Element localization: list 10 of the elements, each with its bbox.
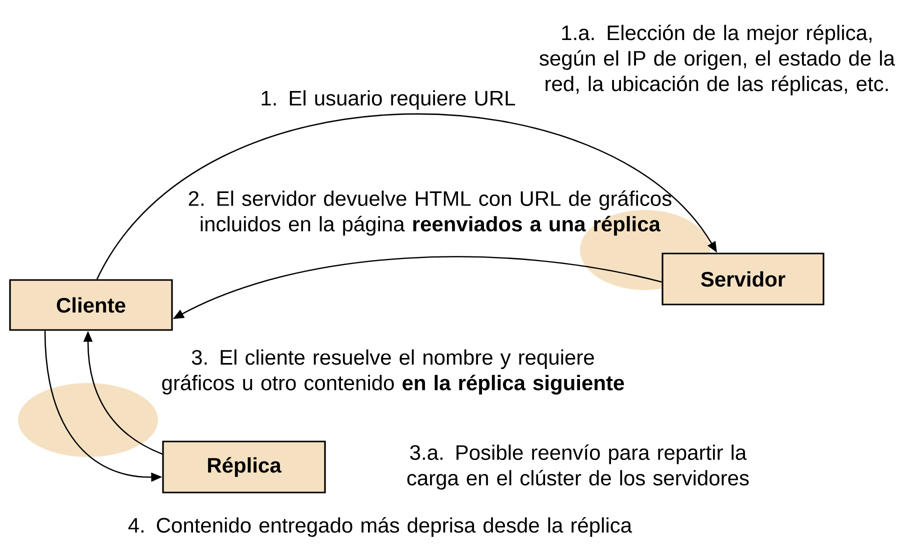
entity-box: Réplica (162, 440, 326, 494)
note-text: 3.a. Posible reenvío para repartir la carga en el clúster de los servidores (407, 444, 749, 490)
note-text: 1.a. Elección de la mejor réplica, según el IP de origen, el estado de la red, la ubicación de las réplicas, etc. (540, 24, 895, 96)
entity-box: Servidor (662, 252, 824, 306)
note-text: 4. Contenido entregado más deprisa desde la réplica (128, 517, 632, 537)
arrow (96, 113, 717, 280)
entity-box: Cliente (9, 279, 173, 331)
edge-label: 3. El cliente resuelve el nombre y requiere gráficos u otro contenido en la réplica siguiente (162, 349, 624, 395)
edge-label: 1. El usuario requiere URL (262, 90, 516, 110)
edge-label: 2. El servidor devuelve HTML con URL de gráficos incluidos en la página reenviados a una réplica (188, 190, 672, 236)
